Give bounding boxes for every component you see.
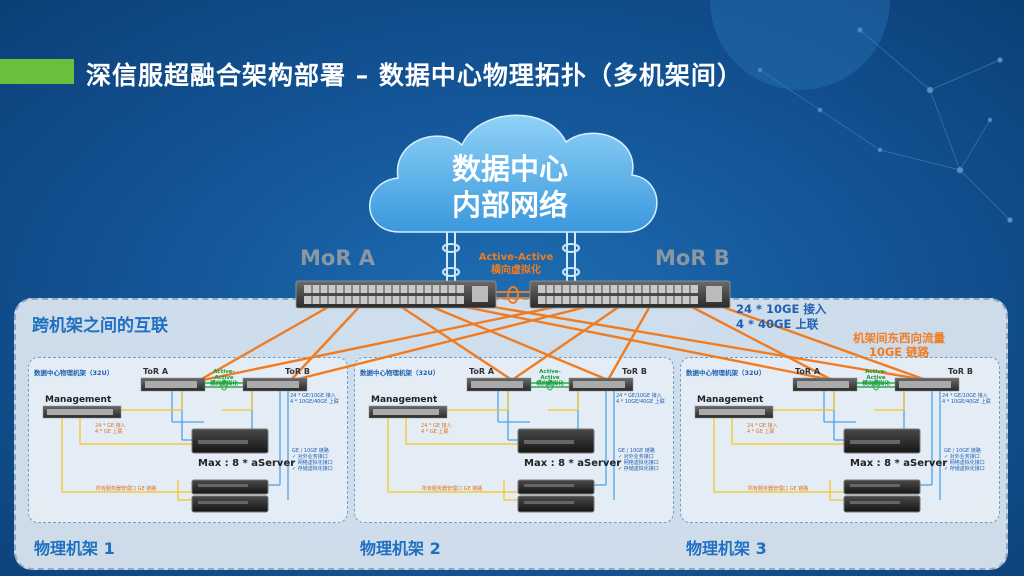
mgmt-link-label: 所有服务器管理口 GE 链路 <box>748 486 809 492</box>
mor-a-label: MoR A <box>300 246 376 270</box>
tor-aa-line2: 横向虚拟化 <box>210 381 238 387</box>
rack-1-name: 物理机架 1 <box>34 539 115 558</box>
server-links-spec: GE / 10GE 链路✓ 对外业务接口✓ 网络虚拟化接口✓ 存储虚拟化接口 <box>944 448 985 472</box>
mgmt-uplink-line1: 24 * GE 接入 <box>95 423 126 429</box>
tor-aa-line1: Active-Active <box>865 369 887 381</box>
rack-3-name: 物理机架 3 <box>686 539 767 558</box>
rack-title: 数据中心物理机架（32U） <box>34 369 114 377</box>
tor-b-label: ToR B <box>948 367 973 376</box>
server-link-3: ✓ 存储虚拟化接口 <box>944 466 985 472</box>
core-uplink-spec: 24 * 10GE 接入 4 * 40GE 上联 <box>736 302 826 332</box>
east-west-links <box>197 304 927 383</box>
title-accent-bar <box>0 59 74 84</box>
core-uplink-line2: 4 * 40GE 上联 <box>736 317 819 331</box>
tor-a-label: ToR A <box>795 367 821 376</box>
server-link-2: ✓ 网络虚拟化接口 <box>944 460 985 466</box>
tor-uplink-line2: 4 * 10GE/40GE 上联 <box>616 399 665 405</box>
mor-b-label: MoR B <box>655 246 730 270</box>
tor-uplink-line2: 4 * 10GE/40GE 上联 <box>942 399 991 405</box>
tor-aa-line1: Active-Active <box>213 369 235 381</box>
server-link-3: ✓ 存储虚拟化接口 <box>292 466 333 472</box>
core-aa-line2: 横向虚拟化 <box>491 265 541 276</box>
east-west-traffic-label: 机架间东西向流量 10GE 链路 <box>834 331 964 359</box>
server-links-title: GE / 10GE 链路 <box>292 448 329 454</box>
core-uplinks <box>442 232 580 285</box>
core-active-active-label: Active-Active 横向虚拟化 <box>468 251 564 277</box>
mgmt-uplink-line2: 4 * GE 上联 <box>421 429 449 435</box>
tor-uplink-line1: 24 * GE/10GE 接入 <box>290 393 336 399</box>
server-link-2: ✓ 网络虚拟化接口 <box>292 460 333 466</box>
server-links-title: GE / 10GE 链路 <box>618 448 655 454</box>
core-aa-line1: Active-Active <box>478 252 554 263</box>
mgmt-link-label: 所有服务器管理口 GE 链路 <box>422 486 483 492</box>
tor-aa-line1: Active-Active <box>539 369 561 381</box>
mor-b-switch <box>529 280 731 309</box>
mor-a-switch <box>295 280 497 309</box>
server-link-1: ✓ 对外业务接口 <box>292 454 328 460</box>
server-link-3: ✓ 存储虚拟化接口 <box>618 466 659 472</box>
server-link-1: ✓ 对外业务接口 <box>618 454 654 460</box>
mgmt-link-label: 所有服务器管理口 GE 链路 <box>96 486 157 492</box>
management-label: Management <box>371 395 438 405</box>
tor-b-label: ToR B <box>285 367 310 376</box>
server-links-spec: GE / 10GE 链路✓ 对外业务接口✓ 网络虚拟化接口✓ 存储虚拟化接口 <box>292 448 333 472</box>
cloud-shape <box>369 114 658 233</box>
mgmt-uplink-line1: 24 * GE 接入 <box>421 423 452 429</box>
rack-2-devices <box>368 377 634 513</box>
mgmt-uplink-line2: 4 * GE 上联 <box>95 429 123 435</box>
tor-a-label: ToR A <box>143 367 169 376</box>
background-glow <box>710 0 890 90</box>
max-server-label: Max : 8 * aServer <box>198 458 296 469</box>
mor-interconnect <box>496 286 530 304</box>
rack-title: 数据中心物理机架（32U） <box>360 369 440 377</box>
cross-rack-title: 跨机架之间的互联 <box>32 316 168 336</box>
rack-2-name: 物理机架 2 <box>360 539 441 558</box>
server-links-title: GE / 10GE 链路 <box>944 448 981 454</box>
tor-aa-line2: 横向虚拟化 <box>862 381 890 387</box>
server-links-spec: GE / 10GE 链路✓ 对外业务接口✓ 网络虚拟化接口✓ 存储虚拟化接口 <box>618 448 659 472</box>
tor-uplink-line2: 4 * 10GE/40GE 上联 <box>290 399 339 405</box>
max-server-label: Max : 8 * aServer <box>524 458 622 469</box>
management-label: Management <box>697 395 764 405</box>
server-link-1: ✓ 对外业务接口 <box>944 454 980 460</box>
server-link-2: ✓ 网络虚拟化接口 <box>618 460 659 466</box>
core-uplink-line1: 24 * 10GE 接入 <box>736 302 827 316</box>
tor-b-label: ToR B <box>622 367 647 376</box>
rack-3-devices <box>694 377 960 513</box>
east-west-line2: 10GE 链路 <box>868 345 930 359</box>
max-server-label: Max : 8 * aServer <box>850 458 948 469</box>
tor-uplink-line1: 24 * GE/10GE 接入 <box>616 393 662 399</box>
tor-a-label: ToR A <box>469 367 495 376</box>
management-label: Management <box>45 395 112 405</box>
page-title: 深信服超融合架构部署 – 数据中心物理拓扑（多机架间） <box>86 61 743 90</box>
rack-title: 数据中心物理机架（32U） <box>686 369 766 377</box>
rack-1-devices <box>42 377 308 513</box>
background-network-decoration <box>757 27 1013 223</box>
cloud-label-line2: 内部网络 <box>451 188 568 222</box>
cloud-label-line1: 数据中心 <box>451 152 568 186</box>
east-west-line1: 机架间东西向流量 <box>853 331 945 345</box>
tor-uplink-line1: 24 * GE/10GE 接入 <box>942 393 988 399</box>
mgmt-uplink-line2: 4 * GE 上联 <box>747 429 775 435</box>
tor-aa-line2: 横向虚拟化 <box>536 381 564 387</box>
mgmt-uplink-line1: 24 * GE 接入 <box>747 423 778 429</box>
